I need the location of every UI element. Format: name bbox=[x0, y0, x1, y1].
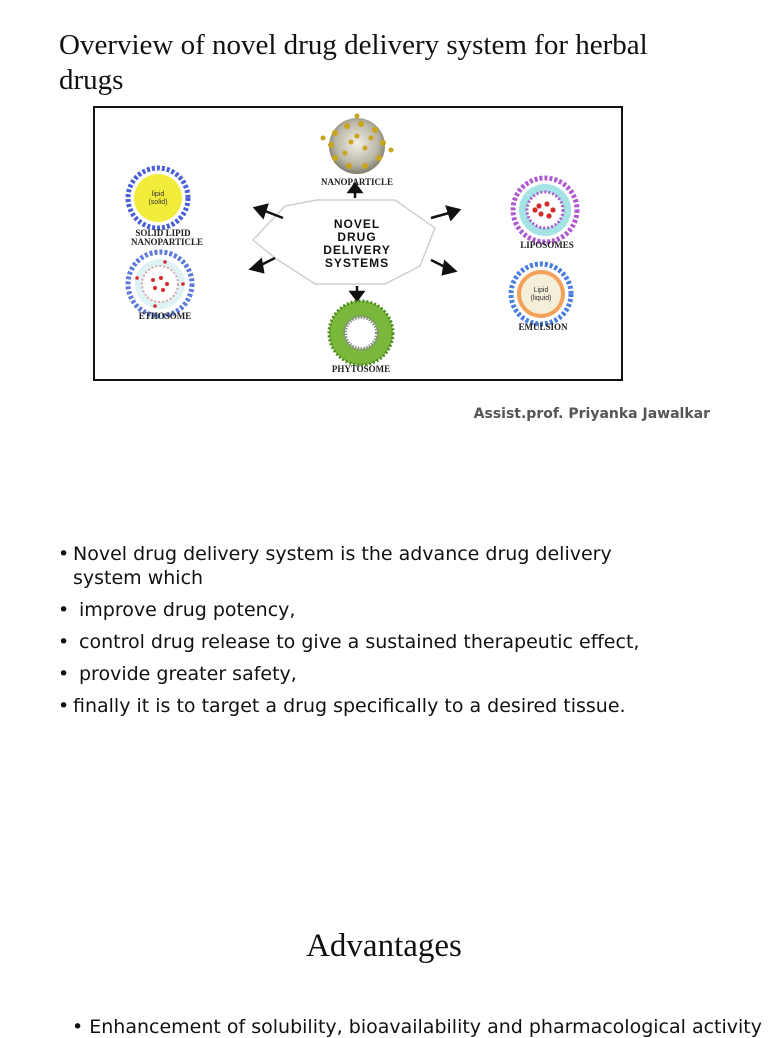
bullet-item: •control drug release to give a sustaine… bbox=[58, 631, 640, 653]
ethosome-icon bbox=[125, 249, 195, 319]
bullet-list: •Novel drug delivery system is the advan… bbox=[58, 542, 738, 726]
arrow-upright-icon bbox=[445, 205, 462, 222]
arrow-upleft-icon bbox=[252, 203, 269, 220]
arrow-down-icon bbox=[348, 290, 366, 303]
arrow-downright-icon bbox=[441, 259, 458, 276]
ndds-diagram: NOVEL DRUG DELIVERY SYSTEMS bbox=[93, 106, 623, 381]
ndds-diagram-svg: NOVEL DRUG DELIVERY SYSTEMS bbox=[125, 113, 580, 374]
nanoparticle-icon bbox=[320, 113, 394, 174]
arrows bbox=[248, 181, 462, 303]
solid-lipid-inner-2: (solid) bbox=[148, 199, 167, 206]
center-line-4: SYSTEMS bbox=[325, 256, 389, 270]
label-solid-lipid-1: SOLID LIPID bbox=[135, 228, 191, 238]
bullet-item: •provide greater safety, bbox=[58, 663, 297, 685]
solid-lipid-nanoparticle-icon: lipid (solid) bbox=[125, 165, 191, 231]
bullet-item: •Novel drug delivery system is the advan… bbox=[58, 543, 612, 565]
label-emulsion: EMULSION bbox=[518, 322, 568, 332]
label-ethosome: ETHOSOME bbox=[139, 311, 192, 321]
center-line-1: NOVEL bbox=[334, 217, 380, 231]
label-solid-lipid-2: NANOPARTICLE bbox=[131, 237, 203, 247]
arrow-up-icon bbox=[346, 181, 364, 194]
label-nanoparticle: NANOPARTICLE bbox=[321, 177, 393, 187]
liposome-icon bbox=[510, 175, 580, 245]
phytosome-icon bbox=[327, 299, 395, 367]
bullet-item: •improve drug potency, bbox=[58, 599, 296, 621]
arrow-downleft-icon bbox=[248, 257, 265, 274]
cut-off-bullet: • Enhancement of solubility, bioavailabi… bbox=[72, 1016, 762, 1038]
slide-title: Overview of novel drug delivery system f… bbox=[59, 29, 648, 96]
emulsion-inner-1: Lipid bbox=[534, 287, 549, 294]
bullet-item: •finally it is to target a drug specific… bbox=[58, 695, 626, 717]
emulsion-inner-2: (liquid) bbox=[530, 295, 551, 302]
center-line-2: DRUG bbox=[337, 230, 376, 244]
author-credit: Assist.prof. Priyanka Jawalkar bbox=[473, 406, 710, 422]
center-hexagon: NOVEL DRUG DELIVERY SYSTEMS bbox=[251, 199, 436, 285]
emulsion-icon: Lipid (liquid) bbox=[508, 261, 574, 327]
section-title: Advantages bbox=[306, 928, 462, 964]
label-phytosome: PHYTOSOME bbox=[332, 364, 390, 374]
label-liposomes: LIPOSOMES bbox=[520, 240, 574, 250]
center-line-3: DELIVERY bbox=[323, 243, 391, 257]
bullet-item-continued: system which bbox=[73, 567, 204, 589]
solid-lipid-inner-1: lipid bbox=[152, 191, 165, 198]
